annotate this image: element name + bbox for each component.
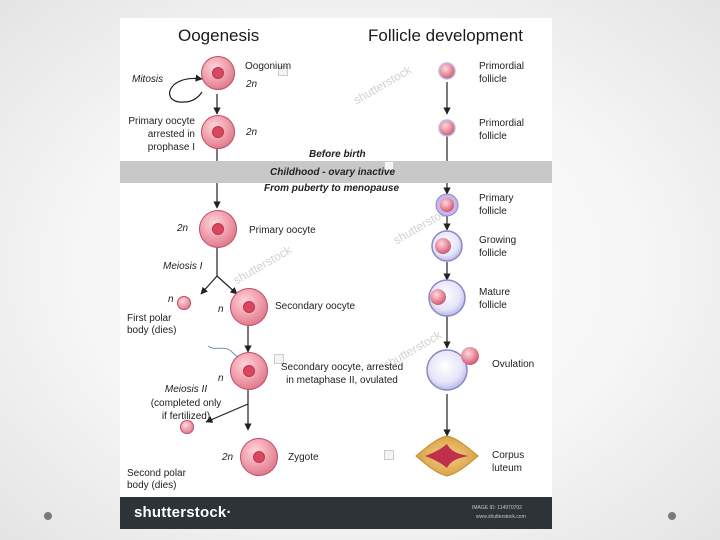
ovulation-label: Ovulation — [492, 359, 535, 370]
arrow-meiosis-i-to-secondary — [216, 275, 238, 295]
oogonium-cell — [201, 56, 235, 90]
primary-oocyte-arrested-cell — [201, 115, 235, 149]
primordial-follicle-label-1b: follicle — [479, 74, 507, 85]
meiosis-ii-line3: if fertilized) — [161, 411, 211, 422]
primary-follicle-label-b: follicle — [479, 206, 507, 217]
arrow-meiosis-ii-to-polar — [205, 403, 249, 423]
before-birth-label: Before birth — [309, 149, 366, 160]
ploidy-label: 2n — [246, 79, 258, 90]
first-polar-body-line1: First polar — [127, 313, 172, 324]
primordial-follicle-label-2a: Primordial — [479, 118, 525, 129]
oogenesis-title: Oogenesis — [178, 26, 260, 45]
slide-corner-dot-right — [668, 512, 676, 520]
second-polar-body-cell — [180, 420, 194, 434]
ploidy-label: n — [168, 294, 174, 305]
primary-oocyte-label: Primary oocyte — [249, 225, 316, 236]
mature-follicle-label-a: Mature — [479, 287, 511, 298]
primordial-follicle-1 — [438, 62, 456, 80]
growing-follicle-label-b: follicle — [479, 248, 507, 259]
corpus-luteum-label-a: Corpus — [492, 450, 525, 461]
meiosis-ii-line2: (completed only — [150, 398, 222, 409]
image-placeholder-icon — [384, 161, 394, 171]
ovulation-follicle — [426, 347, 479, 391]
primordial-follicle-label-2b: follicle — [479, 131, 507, 142]
second-polar-body-line2: body (dies) — [127, 480, 177, 491]
secondary-oocyte-cell — [230, 288, 268, 326]
primary-oocyte-arrested-line1: Primary oocyte — [128, 116, 195, 127]
childhood-band — [120, 161, 552, 183]
ploidy-label: 2n — [222, 452, 234, 463]
puberty-label: From puberty to menopause — [264, 183, 400, 194]
secondary-oocyte-arrested-cell — [230, 352, 268, 390]
image-id: IMAGE ID: 114970702 — [472, 505, 522, 511]
growing-follicle — [431, 230, 463, 262]
shutterstock-logo: shutterstock· — [134, 504, 232, 521]
primary-oocyte-arrested-line3: prophase I — [147, 142, 195, 153]
mature-follicle-label-b: follicle — [479, 300, 507, 311]
site-url: www.shutterstock.com — [476, 514, 526, 520]
secondary-oocyte-arrested-line1: Secondary oocyte, arrested — [280, 362, 404, 373]
first-polar-body-line2: body (dies) — [127, 325, 177, 336]
mitosis-loop-arrow — [169, 74, 203, 103]
meiosis-i-label: Meiosis I — [163, 261, 203, 272]
first-polar-body-cell — [177, 296, 191, 310]
meiosis-ii-line1: Meiosis II — [164, 384, 208, 395]
primary-oocyte-arrested-line2: arrested in — [147, 129, 195, 140]
follicle-development-title: Follicle development — [368, 26, 523, 45]
ploidy-label: 2n — [177, 223, 189, 234]
primary-follicle-label-a: Primary — [479, 193, 514, 204]
ploidy-label: n — [218, 304, 224, 315]
diagram-graphics — [169, 62, 479, 477]
shutterstock-footer: shutterstock· IMAGE ID: 114970702 www.sh… — [120, 497, 552, 529]
childhood-label: Childhood - ovary inactive — [270, 167, 396, 178]
primary-follicle — [435, 193, 459, 217]
oogonium-label: Oogonium — [245, 61, 292, 72]
mature-follicle — [428, 279, 466, 317]
corpus-luteum-label-b: luteum — [492, 463, 523, 474]
second-polar-body-line1: Second polar — [127, 468, 186, 479]
growing-follicle-label-a: Growing — [479, 235, 517, 246]
secondary-oocyte-label: Secondary oocyte — [275, 301, 356, 312]
image-placeholder-icon — [274, 354, 284, 364]
secondary-oocyte-arrested-line2: in metaphase II, ovulated — [286, 375, 398, 386]
image-placeholder-icon — [278, 66, 288, 76]
arrow-meiosis-i-to-polar — [200, 275, 218, 295]
ploidy-label: 2n — [246, 127, 258, 138]
image-placeholder-icon — [384, 450, 394, 460]
ploidy-label: n — [218, 373, 224, 384]
oogenesis-diagram: shutterstock shutterstock shutterstock s… — [120, 18, 552, 529]
zygote-label: Zygote — [288, 452, 319, 463]
slide-corner-dot-left — [44, 512, 52, 520]
primordial-follicle-label-1a: Primordial — [479, 61, 525, 72]
primordial-follicle-2 — [438, 119, 456, 137]
mitosis-label: Mitosis — [132, 74, 164, 85]
zygote-cell — [240, 438, 278, 476]
corpus-luteum-icon — [415, 435, 479, 477]
primary-oocyte-cell — [199, 210, 237, 248]
